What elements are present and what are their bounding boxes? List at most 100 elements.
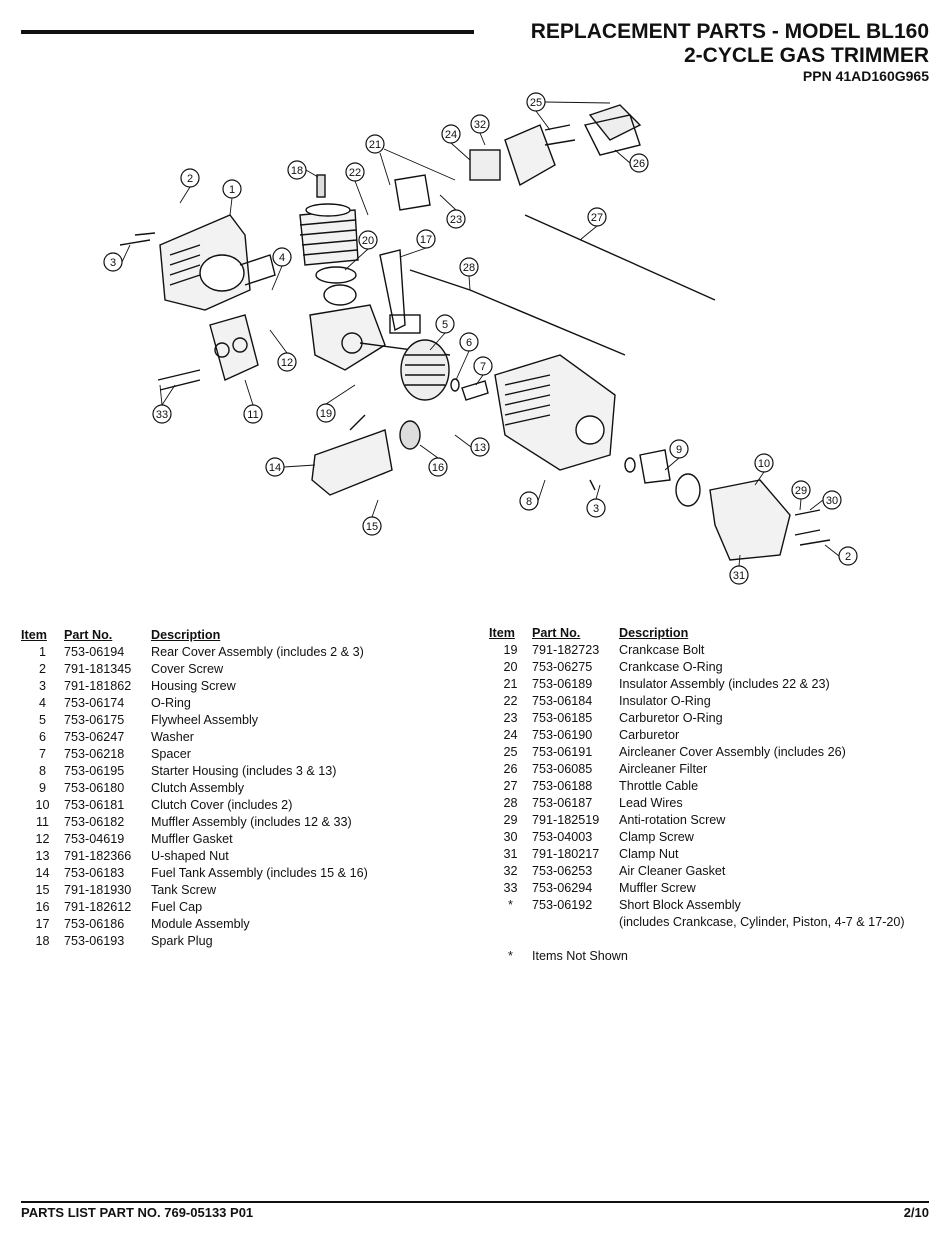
part-number: 753-06192 — [532, 898, 593, 912]
callout-18: 18 — [291, 165, 303, 177]
ppn-label: PPN 41AD160G965 — [802, 68, 929, 84]
footer-rule — [21, 1201, 929, 1203]
part-description: Housing Screw — [151, 679, 236, 693]
item-number: 22 — [503, 694, 518, 708]
part-description: Clutch Cover (includes 2) — [151, 798, 293, 812]
callout-4: 4 — [279, 252, 285, 264]
callout-26: 26 — [633, 158, 645, 170]
callout-19: 19 — [320, 408, 332, 420]
header-rule — [21, 30, 474, 34]
part-description: Module Assembly — [151, 917, 250, 931]
part-description: Lead Wires — [619, 796, 683, 810]
item-number: 16 — [35, 900, 50, 914]
part-description: Spacer — [151, 747, 191, 761]
callout-9: 9 — [676, 444, 682, 456]
part-description: Flywheel Assembly — [151, 713, 259, 727]
callout-7: 7 — [480, 361, 486, 373]
part-description: Short Block Assembly — [619, 898, 741, 912]
item-number: 7 — [38, 747, 46, 761]
part-number: 753-06184 — [532, 694, 593, 708]
part-number: 753-06247 — [64, 730, 125, 744]
part-description: U-shaped Nut — [151, 849, 229, 863]
part-number: 753-06195 — [64, 764, 125, 778]
callout-bubbles: 1 2 3 4 5 6 7 8 9 10 11 12 13 14 15 16 1… — [103, 92, 858, 585]
footnote-text: Items Not Shown — [532, 949, 628, 963]
item-number: 9 — [38, 781, 46, 795]
item-number: 24 — [503, 728, 518, 742]
item-number: 1 — [38, 645, 46, 659]
item-number: 31 — [503, 847, 518, 861]
callout-22: 22 — [349, 167, 361, 179]
callout-3b: 3 — [593, 503, 599, 515]
item-number: 14 — [35, 866, 50, 880]
item-number: 19 — [503, 643, 518, 657]
callout-1: 1 — [229, 184, 235, 196]
item-number: 12 — [35, 832, 50, 846]
part-description: (includes Crankcase, Cylinder, Piston, 4… — [619, 915, 905, 929]
callout-14: 14 — [269, 462, 281, 474]
part-description: Tank Screw — [151, 883, 217, 897]
header-item: Item — [21, 628, 47, 642]
footnote: * Items Not Shown — [489, 949, 628, 963]
part-number: 753-06194 — [64, 645, 125, 659]
table-row: 22 753-06184 Insulator O-Ring — [489, 693, 929, 710]
part-description: Muffler Assembly (includes 12 & 33) — [151, 815, 352, 829]
leader-lines — [121, 101, 840, 567]
callout-20: 20 — [362, 235, 374, 247]
item-number: 10 — [35, 798, 50, 812]
part-number: 791-182723 — [532, 643, 600, 657]
item-number: 2 — [38, 662, 46, 676]
part-number: 753-06193 — [64, 934, 125, 948]
table-header: Item Part No. Description — [21, 627, 461, 644]
callout-25: 25 — [530, 97, 542, 109]
part-number: 753-06181 — [64, 798, 125, 812]
item-number: 11 — [35, 815, 50, 829]
part-description: Air Cleaner Gasket — [619, 864, 726, 878]
callout-24: 24 — [445, 129, 457, 141]
part-number: 791-180217 — [532, 847, 600, 861]
item-number: 21 — [503, 677, 518, 691]
part-number: 753-06174 — [64, 696, 125, 710]
item-number: 29 — [503, 813, 518, 827]
item-number: 18 — [35, 934, 50, 948]
callout-2b: 2 — [845, 551, 851, 563]
part-number: 753-06180 — [64, 781, 125, 795]
header-item: Item — [489, 626, 515, 640]
item-number: 20 — [503, 660, 518, 674]
part-description: Starter Housing (includes 3 & 13) — [151, 764, 337, 778]
page-title: REPLACEMENT PARTS - MODEL BL160 2-CYCLE … — [531, 20, 929, 85]
part-number: 753-06188 — [532, 779, 593, 793]
part-description: Carburetor O-Ring — [619, 711, 723, 725]
item-number: 17 — [35, 917, 50, 931]
part-number: 753-06275 — [532, 660, 593, 674]
part-number: 753-06175 — [64, 713, 125, 727]
exploded-parts-diagram: 1 2 3 4 5 6 7 8 9 10 11 12 13 14 15 16 1… — [103, 92, 858, 585]
part-description: Insulator O-Ring — [619, 694, 711, 708]
part-number: 753-06253 — [532, 864, 593, 878]
title-line-1: REPLACEMENT PARTS - MODEL BL160 — [530, 20, 929, 43]
item-number: 25 — [503, 745, 518, 759]
part-number: 791-182366 — [64, 849, 132, 863]
item-number: 28 — [503, 796, 518, 810]
part-description: Fuel Cap — [151, 900, 203, 914]
